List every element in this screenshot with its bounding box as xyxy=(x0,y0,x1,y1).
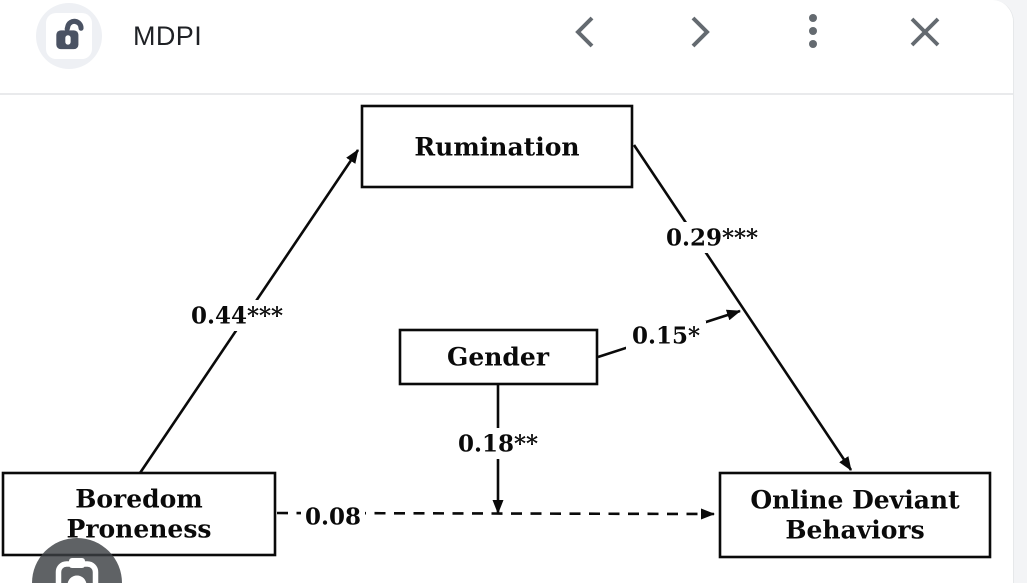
site-name: MDPI xyxy=(133,20,203,51)
edge-boredom-to-odb-dashed xyxy=(276,508,715,520)
node-rumination xyxy=(360,104,634,189)
viewer-header: MDPI xyxy=(0,0,1013,95)
coef-gender-direct: 0.18** xyxy=(458,431,538,458)
coef-bg xyxy=(187,300,287,331)
close-viewer-button[interactable] xyxy=(901,9,949,57)
coef-boredom-odb: 0.08 xyxy=(305,504,361,531)
coef-bg xyxy=(626,321,706,351)
node-rumination-label: Rumination xyxy=(414,133,579,162)
previous-image-button[interactable] xyxy=(561,9,609,57)
kebab-menu-icon xyxy=(808,12,818,55)
coef-gender-moderation: 0.15* xyxy=(632,323,700,350)
favicon-tile xyxy=(46,13,92,59)
node-gender xyxy=(398,328,599,386)
figure-area: 0.44*** 0.29*** 0.15* 0.18** 0.08 Rumina… xyxy=(0,97,1013,583)
node-boredom-line2: Proneness xyxy=(67,515,212,544)
node-boredom-line1: Boredom xyxy=(75,485,203,514)
mediation-diagram: 0.44*** 0.29*** 0.15* 0.18** 0.08 Rumina… xyxy=(1,104,992,559)
site-favicon xyxy=(36,3,102,69)
node-online-deviant-behaviors xyxy=(718,471,992,559)
close-icon xyxy=(906,13,944,54)
coef-bg xyxy=(660,222,764,253)
coef-bg xyxy=(455,428,541,459)
chevron-right-icon xyxy=(688,15,712,52)
open-padlock-icon xyxy=(51,16,87,57)
node-odb-line2: Behaviors xyxy=(785,516,924,545)
node-odb-line1: Online Deviant xyxy=(750,486,960,515)
coef-rumination-odb: 0.29*** xyxy=(666,225,758,252)
node-boredom-proneness xyxy=(1,471,277,557)
chevron-left-icon xyxy=(573,15,597,52)
edge-rumination-to-odb xyxy=(632,144,853,471)
node-gender-label: Gender xyxy=(447,343,550,372)
more-options-button[interactable] xyxy=(789,9,837,57)
next-image-button[interactable] xyxy=(676,9,724,57)
source-site-chip[interactable]: MDPI xyxy=(36,3,202,69)
coef-boredom-rumination: 0.44*** xyxy=(191,303,283,330)
coef-bg xyxy=(301,501,365,532)
